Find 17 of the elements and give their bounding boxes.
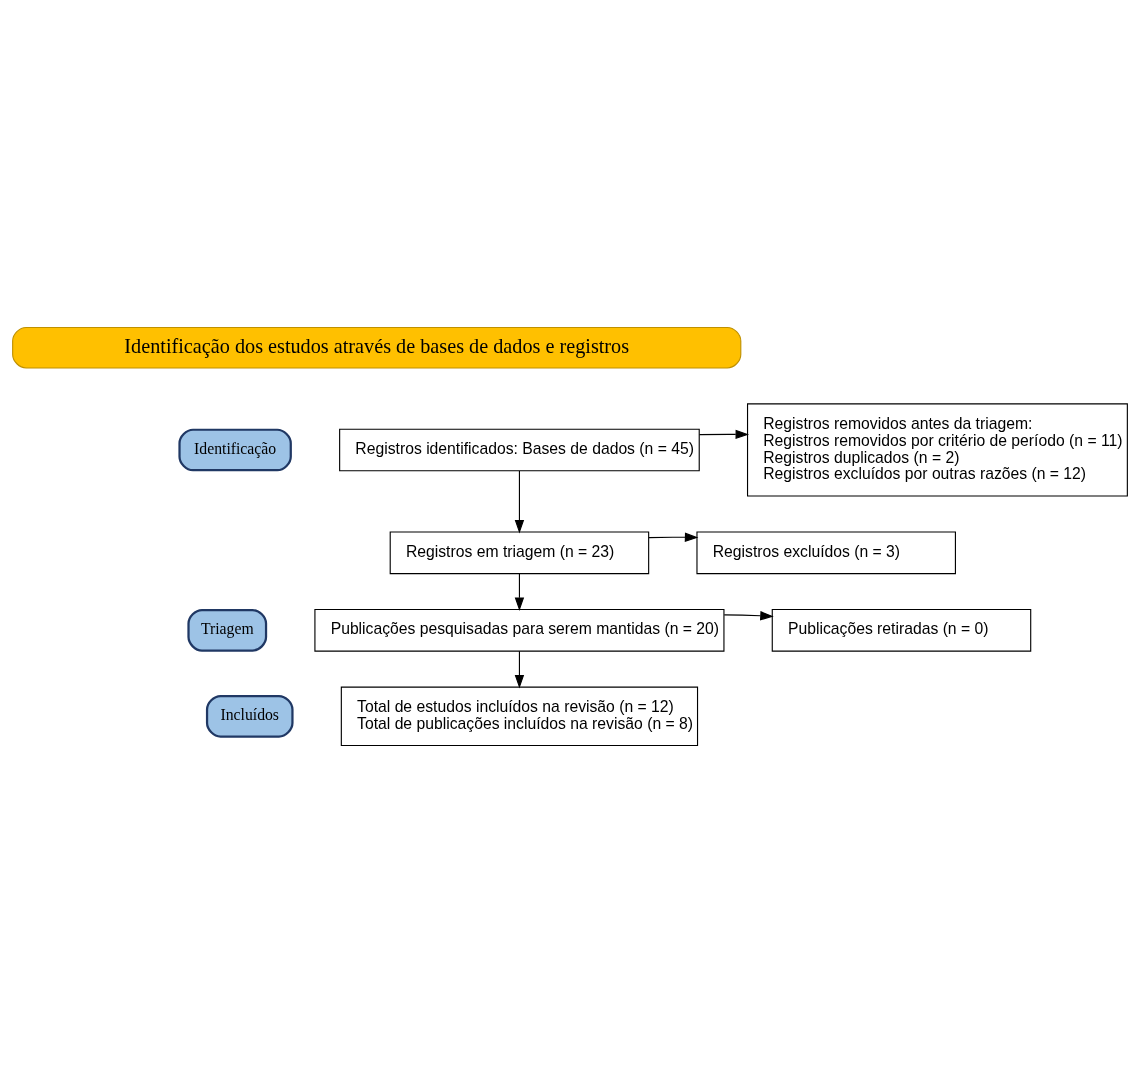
node-box: Triagem (187, 608, 268, 652)
node-box: Identificação (178, 428, 292, 472)
arrow (514, 470, 525, 534)
node-box: Registros removidos antes da triagem: Registros removidos por critério de período (n = 11) Registros duplicados (n = 2) Registros excluídos por outras razões (n = 12) (747, 403, 1128, 497)
arrow (514, 573, 525, 611)
node-box: Total de estudos incluídos na revisão (n = 12) Total de publicações incluídos na revisão (n = 8) (340, 686, 699, 747)
arrow (648, 532, 699, 542)
node-box: Identificação dos estudos através de bases de dados e registros (12, 326, 742, 369)
arrow (514, 650, 525, 689)
node-box: Registros identificados: Bases de dados (n = 45) (339, 428, 700, 472)
node-box: Publicações retiradas (n = 0) (771, 609, 1032, 652)
arrow (723, 611, 774, 621)
node-box: Registros em triagem (n = 23) (389, 531, 650, 575)
node-box: Incluídos (205, 694, 294, 738)
node-box: Publicações pesquisadas para serem mantidas (n = 20) (314, 609, 725, 652)
node-box: Registros excluídos (n = 3) (696, 531, 956, 575)
arrow (698, 429, 750, 440)
